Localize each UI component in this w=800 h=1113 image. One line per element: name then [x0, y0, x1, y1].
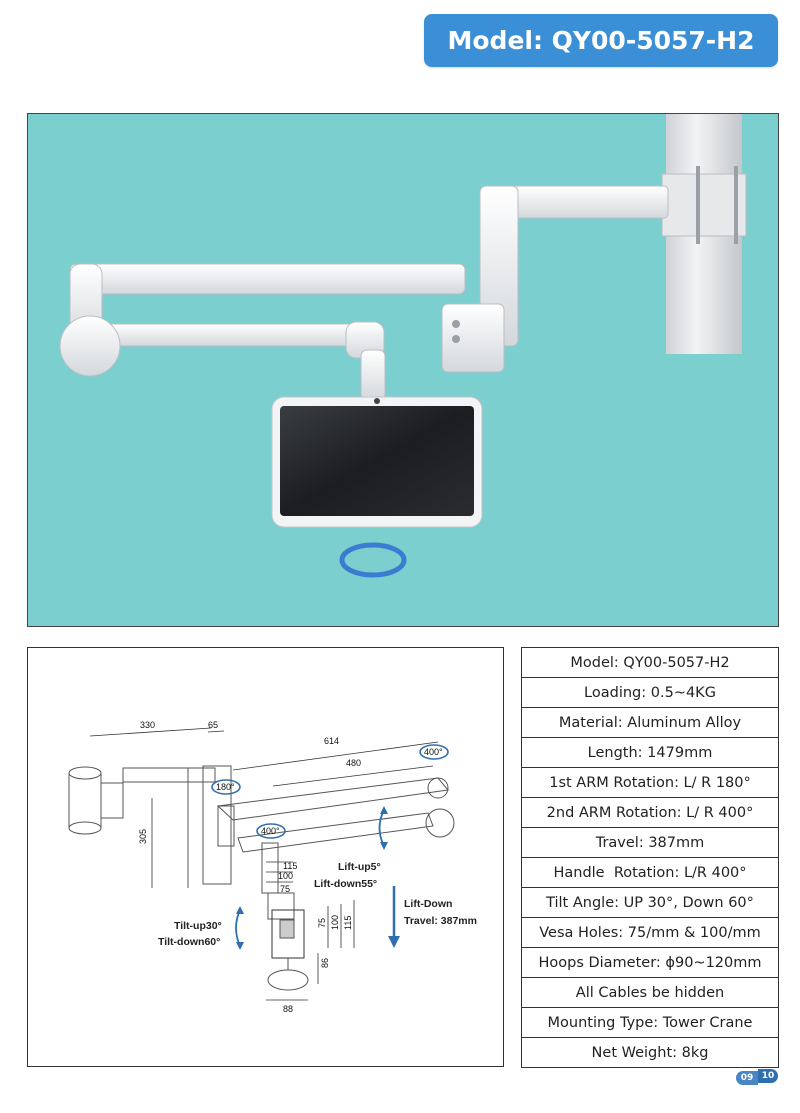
dim-305: 305 [138, 829, 148, 844]
dim-75a: 75 [280, 884, 290, 894]
second-arm-lower [87, 323, 379, 347]
spec-cell: Model: QY00-5057-H2 [521, 647, 779, 678]
spec-cell: Length: 1479mm [521, 737, 779, 768]
spec-cell: Handle Rotation: L/R 400° [521, 857, 779, 888]
svg-text:400°: 400° [424, 747, 443, 757]
note-tilt-up: Tilt-up30° [174, 920, 222, 932]
dim-65: 65 [208, 720, 218, 730]
spec-row: 1st ARM Rotation: L/ R 180° [521, 767, 779, 798]
dim-115b: 115 [343, 916, 353, 930]
spec-cell: 1st ARM Rotation: L/ R 180° [521, 767, 779, 798]
svg-text:400°: 400° [261, 826, 280, 836]
dim-88: 88 [283, 1004, 293, 1014]
dim-75b: 75 [317, 918, 327, 928]
technical-drawing-svg: 330 65 614 480 305 115 100 75 75 100 115… [68, 720, 477, 1014]
spec-row: Travel: 387mm [521, 827, 779, 858]
spec-cell: Material: Aluminum Alloy [521, 707, 779, 738]
lift-arc-icon [378, 809, 385, 847]
spec-table: Model: QY00-5057-H2 Loading: 0.5~4KG Mat… [521, 647, 779, 1068]
svg-text:180°: 180° [216, 782, 235, 792]
spec-row: Mounting Type: Tower Crane [521, 1007, 779, 1038]
dim-614: 614 [324, 736, 339, 746]
spec-cell: Loading: 0.5~4KG [521, 677, 779, 708]
spec-row: All Cables be hidden [521, 977, 779, 1008]
rotation-badge-400-left: 400° [256, 823, 286, 839]
rotation-badge-400-right: 400° [419, 744, 449, 760]
spec-row: 2nd ARM Rotation: L/ R 400° [521, 797, 779, 828]
note-tilt-down: Tilt-down60° [158, 936, 220, 948]
spec-cell: Travel: 387mm [521, 827, 779, 858]
spec-row: Tilt Angle: UP 30°, Down 60° [521, 887, 779, 918]
dim-330: 330 [140, 720, 155, 730]
model-title-banner: Model: QY00-5057-H2 [424, 14, 778, 67]
note-lift-down-angle: Lift-down55° [314, 878, 377, 890]
technical-drawing: 330 65 614 480 305 115 100 75 75 100 115… [27, 647, 504, 1067]
note-lift-up: Lift-up5° [338, 861, 381, 873]
hoop-handle [339, 542, 407, 578]
page-number-left: 09 [736, 1071, 758, 1085]
spec-row: Vesa Holes: 75/mm & 100/mm [521, 917, 779, 948]
spec-cell: Mounting Type: Tower Crane [521, 1007, 779, 1038]
spec-row: Hoops Diameter: ϕ90~120mm [521, 947, 779, 978]
tilt-arc-icon [235, 909, 241, 947]
dim-100b: 100 [330, 915, 340, 930]
note-travel: Travel: 387mm [404, 915, 477, 927]
dim-100a: 100 [278, 871, 293, 881]
second-arm-upper [69, 263, 466, 295]
spec-cell: All Cables be hidden [521, 977, 779, 1008]
spec-row: Net Weight: 8kg [521, 1037, 779, 1068]
page-number-right: 10 [758, 1069, 778, 1083]
rotation-badge-180: 180° [211, 779, 241, 795]
spec-row: Material: Aluminum Alloy [521, 707, 779, 738]
product-photo [27, 113, 779, 627]
spec-row: Loading: 0.5~4KG [521, 677, 779, 708]
dim-115a: 115 [283, 861, 297, 871]
note-lift-down: Lift-Down [404, 898, 452, 910]
spec-cell: 2nd ARM Rotation: L/ R 400° [521, 797, 779, 828]
spec-cell: Tilt Angle: UP 30°, Down 60° [521, 887, 779, 918]
dim-86: 86 [320, 958, 330, 968]
spec-row: Length: 1479mm [521, 737, 779, 768]
spec-row: Model: QY00-5057-H2 [521, 647, 779, 678]
spec-cell: Hoops Diameter: ϕ90~120mm [521, 947, 779, 978]
spec-cell: Net Weight: 8kg [521, 1037, 779, 1068]
spec-row: Handle Rotation: L/R 400° [521, 857, 779, 888]
dim-480: 480 [346, 758, 361, 768]
spec-cell: Vesa Holes: 75/mm & 100/mm [521, 917, 779, 948]
product-photo-illustration [59, 114, 747, 578]
